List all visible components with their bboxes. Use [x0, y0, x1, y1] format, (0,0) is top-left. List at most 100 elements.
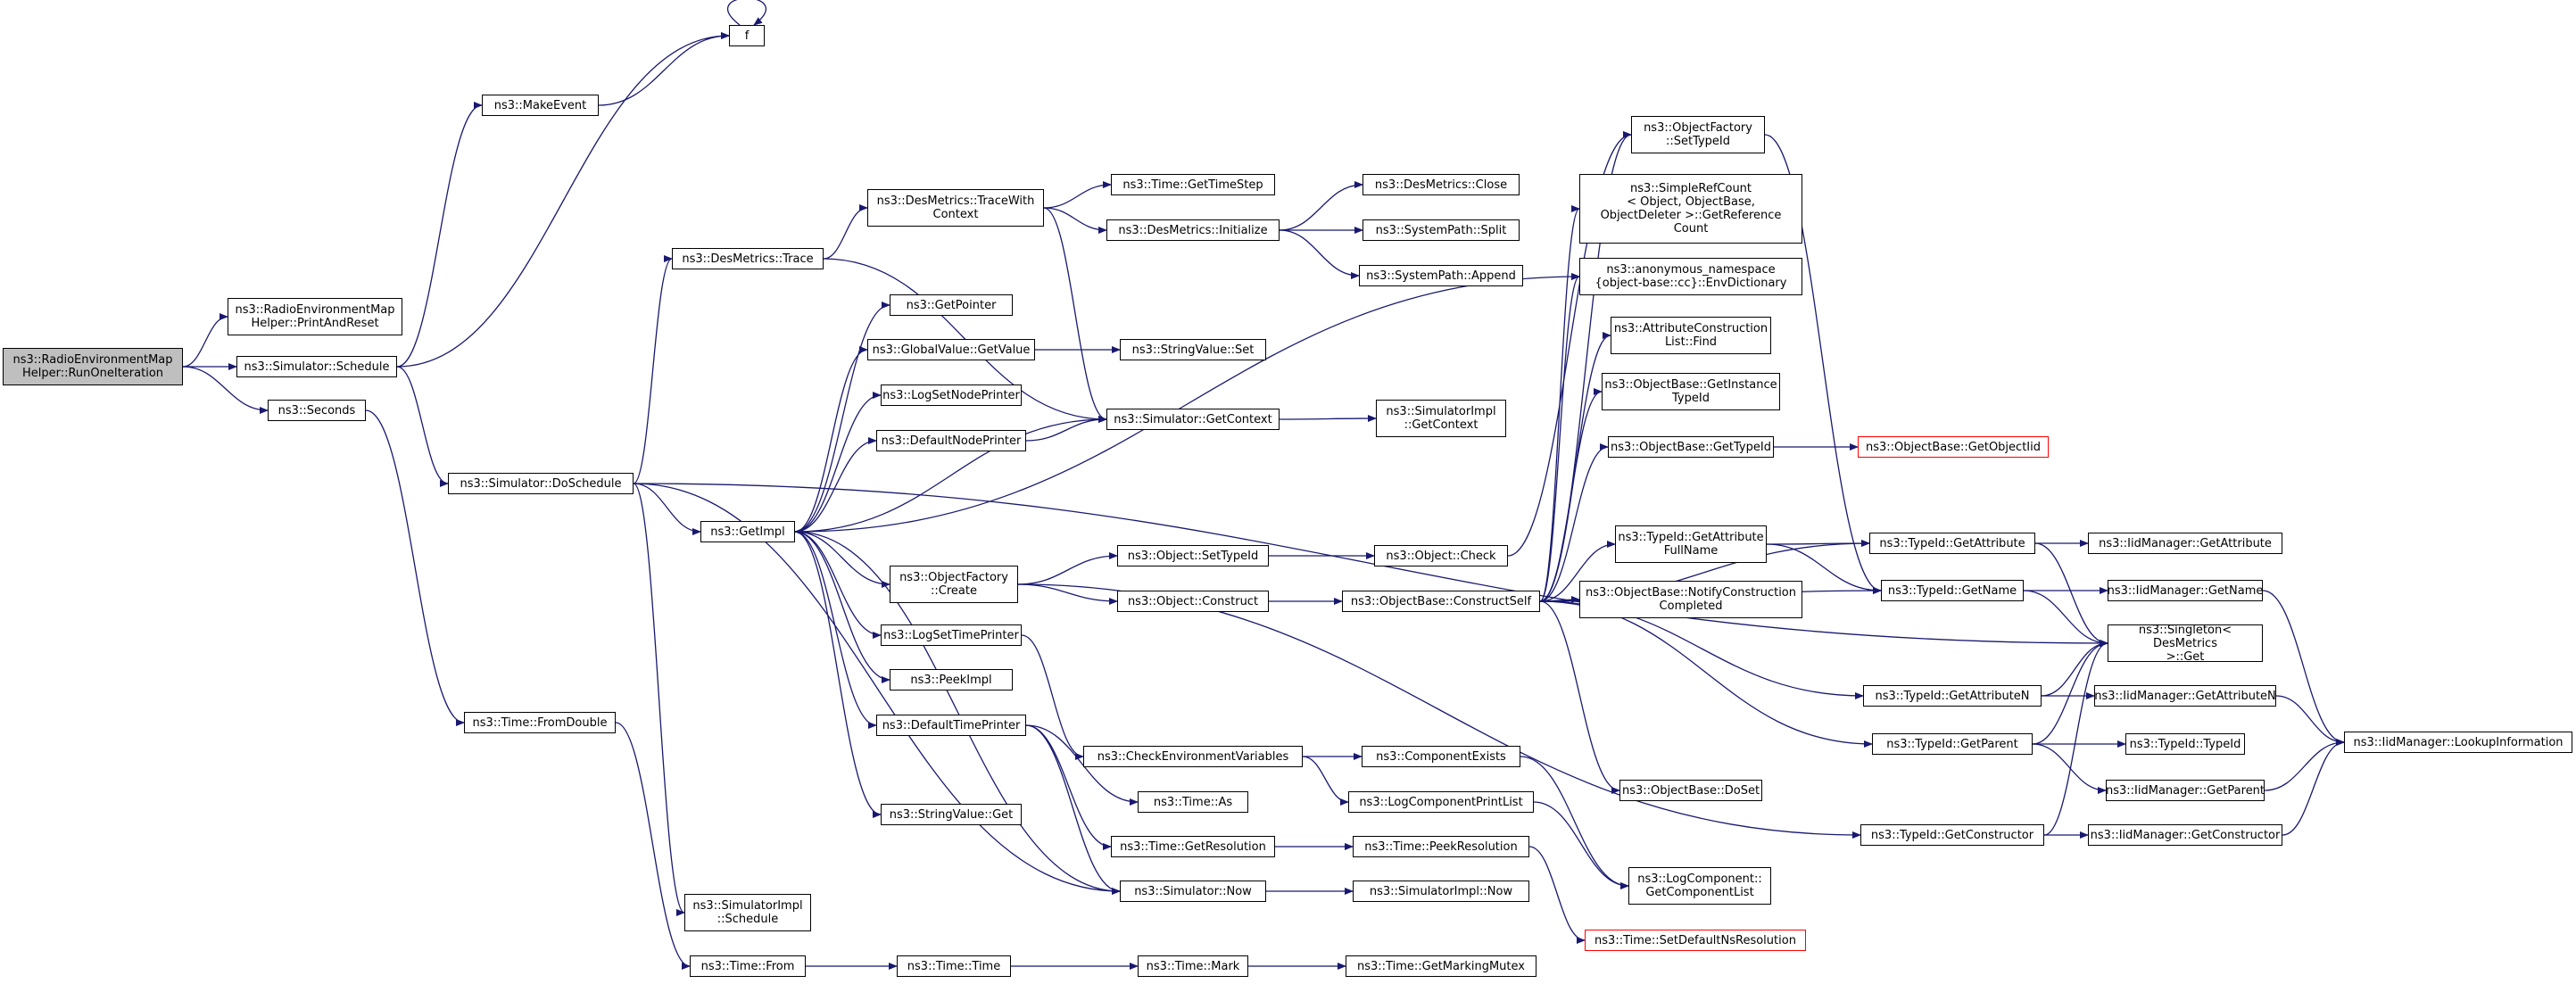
node-attrConstrFind[interactable]: ns3::AttributeConstruction List::Find [1611, 317, 1771, 354]
node-spSplit[interactable]: ns3::SystemPath::Split [1363, 219, 1520, 241]
edge-seconds-to-fromDouble [365, 409, 465, 726]
edge-iidGetName-to-iidLookup [2262, 590, 2345, 746]
edge-tidGetParent-to-iidGetParent [2032, 743, 2107, 794]
node-tidGetAttributeN[interactable]: ns3::TypeId::GetAttributeN [1863, 685, 2042, 707]
node-getContext[interactable]: ns3::Simulator::GetContext [1106, 409, 1280, 430]
node-svGet[interactable]: ns3::StringValue::Get [881, 804, 1022, 825]
node-simpleRefCount[interactable]: ns3::SimpleRefCount < Object, ObjectBase… [1579, 174, 1802, 244]
node-timeFrom[interactable]: ns3::Time::From [690, 955, 806, 977]
edge-desTrace-to-traceWithContext [823, 204, 868, 260]
node-gvGetValue[interactable]: ns3::GlobalValue::GetValue [867, 339, 1035, 360]
node-tidGetName[interactable]: ns3::TypeId::GetName [1881, 580, 2024, 601]
node-iidGetAttributeN[interactable]: ns3::IidManager::GetAttributeN [2094, 685, 2276, 707]
edge-tidGetConstructor-to-singletonGet [2043, 640, 2108, 836]
edge-makeEvent-to-f [598, 32, 730, 106]
node-implNow[interactable]: ns3::SimulatorImpl::Now [1353, 881, 1529, 902]
node-logSetTimePrinter[interactable]: ns3::LogSetTimePrinter [881, 624, 1022, 646]
node-singletonGet[interactable]: ns3::Singleton< DesMetrics >::Get [2108, 624, 2263, 664]
edge-getImpl-to-defaultTimePrinter [794, 531, 877, 729]
edge-getContext-to-implGetContext [1279, 415, 1377, 423]
node-notifyConstruction[interactable]: ns3::ObjectBase::NotifyConstruction Comp… [1579, 581, 1802, 618]
edge-schedule-to-makeEvent [396, 102, 483, 368]
edge-constructSelf-to-getAttrFullName [1539, 541, 1616, 602]
edge-defaultTimePrinter-to-timeAs [1025, 724, 1139, 806]
edge-iidGetAttributeN-to-iidLookup [2275, 695, 2345, 746]
node-getMarkingMutex[interactable]: ns3::Time::GetMarkingMutex [1346, 955, 1536, 977]
node-timeTime[interactable]: ns3::Time::Time [897, 955, 1011, 977]
node-makeEvent[interactable]: ns3::MakeEvent [482, 95, 599, 116]
node-fromDouble[interactable]: ns3::Time::FromDouble [464, 712, 616, 733]
edge-getImpl-to-gvGetValue [794, 346, 868, 533]
node-simNow[interactable]: ns3::Simulator::Now [1120, 881, 1266, 902]
node-defaultNodePrinter[interactable]: ns3::DefaultNodePrinter [876, 430, 1026, 451]
edge-logCompPrintList-to-getComponentList [1533, 801, 1629, 889]
node-implSchedule[interactable]: ns3::SimulatorImpl ::Schedule [684, 894, 811, 931]
edge-doSchedule-to-desTrace [633, 255, 673, 484]
node-objSetTypeId[interactable]: ns3::Object::SetTypeId [1117, 545, 1269, 566]
edge-getContext-to-getImpl [794, 418, 1107, 535]
node-tidTypeId[interactable]: ns3::TypeId::TypeId [2125, 733, 2245, 755]
node-doSchedule[interactable]: ns3::Simulator::DoSchedule [448, 473, 634, 494]
node-desTrace[interactable]: ns3::DesMetrics::Trace [672, 248, 824, 269]
node-envDictionary[interactable]: ns3::anonymous_namespace {object-base::c… [1579, 258, 1802, 295]
node-obDoSet[interactable]: ns3::ObjectBase::DoSet [1619, 780, 1762, 801]
node-iidGetName[interactable]: ns3::IidManager::GetName [2108, 580, 2263, 601]
node-obGetTypeId[interactable]: ns3::ObjectBase::GetTypeId [1608, 436, 1774, 458]
node-componentExists[interactable]: ns3::ComponentExists [1362, 746, 1520, 767]
edge-traceWithContext-to-desInit [1043, 207, 1107, 234]
node-seconds[interactable]: ns3::Seconds [268, 400, 366, 421]
node-implGetContext[interactable]: ns3::SimulatorImpl ::GetContext [1376, 400, 1506, 437]
node-printAndReset[interactable]: ns3::RadioEnvironmentMap Helper::PrintAn… [228, 298, 402, 335]
node-svSet[interactable]: ns3::StringValue::Set [1120, 339, 1266, 360]
node-getTimeStep[interactable]: ns3::Time::GetTimeStep [1111, 174, 1275, 195]
edge-tidGetAttribute-to-singletonGet [2034, 542, 2108, 647]
node-tidGetAttribute[interactable]: ns3::TypeId::GetAttribute [1869, 533, 2035, 554]
node-getObjectIid[interactable]: ns3::ObjectBase::GetObjectIid [1858, 436, 2049, 458]
node-iidLookup[interactable]: ns3::IidManager::LookupInformation [2344, 732, 2572, 753]
node-getResolution[interactable]: ns3::Time::GetResolution [1111, 836, 1275, 857]
node-setDefaultNsRes[interactable]: ns3::Time::SetDefaultNsResolution [1585, 930, 1806, 951]
edge-doSchedule-to-simNow [633, 483, 1121, 895]
node-objConstruct[interactable]: ns3::Object::Construct [1117, 591, 1269, 612]
node-tidGetParent[interactable]: ns3::TypeId::GetParent [1872, 733, 2033, 755]
node-timeAs[interactable]: ns3::Time::As [1138, 791, 1248, 813]
node-getAttrFullName[interactable]: ns3::TypeId::GetAttribute FullName [1615, 525, 1767, 563]
node-checkEnv[interactable]: ns3::CheckEnvironmentVariables [1083, 746, 1303, 767]
node-getImpl[interactable]: ns3::GetImpl [700, 521, 795, 542]
edge-getImpl-to-peekImpl [794, 531, 890, 683]
node-logSetNodePrinter[interactable]: ns3::LogSetNodePrinter [881, 385, 1022, 406]
edge-schedule-to-f [396, 32, 730, 368]
node-logCompPrintList[interactable]: ns3::LogComponentPrintList [1348, 791, 1534, 813]
node-getInstanceTypeId[interactable]: ns3::ObjectBase::GetInstance TypeId [1602, 373, 1780, 410]
node-iidGetConstructor[interactable]: ns3::IidManager::GetConstructor [2088, 824, 2282, 846]
edge-getImpl-to-ofCreate [794, 531, 890, 588]
node-constructSelf[interactable]: ns3::ObjectBase::ConstructSelf [1342, 591, 1540, 612]
node-peekResolution[interactable]: ns3::Time::PeekResolution [1353, 836, 1529, 857]
node-spAppend[interactable]: ns3::SystemPath::Append [1359, 265, 1523, 286]
edge-ofSetTypeId-to-tidGetName [1764, 134, 1882, 594]
node-peekImpl[interactable]: ns3::PeekImpl [890, 669, 1013, 690]
edge-desInit-to-desClose [1279, 181, 1363, 231]
node-defaultTimePrinter[interactable]: ns3::DefaultTimePrinter [876, 715, 1026, 736]
node-desClose[interactable]: ns3::DesMetrics::Close [1363, 174, 1520, 195]
node-tidGetConstructor[interactable]: ns3::TypeId::GetConstructor [1860, 824, 2044, 846]
node-iidGetAttribute[interactable]: ns3::IidManager::GetAttribute [2088, 533, 2282, 554]
edge-checkEnv-to-logCompPrintList [1302, 756, 1349, 806]
node-desInit[interactable]: ns3::DesMetrics::Initialize [1106, 219, 1280, 241]
node-schedule[interactable]: ns3::Simulator::Schedule [236, 356, 397, 377]
node-objCheck[interactable]: ns3::Object::Check [1374, 545, 1508, 566]
node-ofSetTypeId[interactable]: ns3::ObjectFactory ::SetTypeId [1631, 116, 1765, 153]
edge-getImpl-to-svGet [794, 531, 882, 818]
node-getPointer[interactable]: ns3::GetPointer [890, 294, 1013, 316]
edge-getImpl-to-envDictionary [794, 273, 1580, 533]
node-ofCreate[interactable]: ns3::ObjectFactory ::Create [890, 566, 1018, 603]
edge-objCheck-to-ofSetTypeId [1507, 131, 1632, 557]
node-iidGetParent[interactable]: ns3::IidManager::GetParent [2106, 780, 2265, 801]
node-traceWithContext[interactable]: ns3::DesMetrics::TraceWith Context [867, 189, 1044, 227]
node-f[interactable]: f [729, 25, 765, 46]
node-timeMark[interactable]: ns3::Time::Mark [1138, 955, 1248, 977]
edge-defaultTimePrinter-to-simNow [1025, 724, 1121, 895]
edge-getImpl-to-logSetTimePrinter [794, 531, 882, 639]
node-getComponentList[interactable]: ns3::LogComponent:: GetComponentList [1628, 867, 1771, 905]
